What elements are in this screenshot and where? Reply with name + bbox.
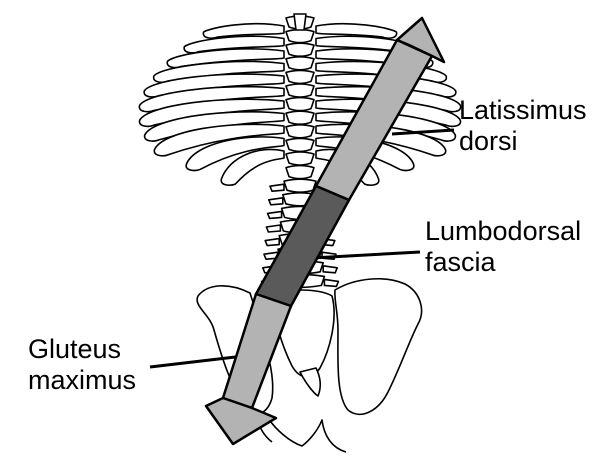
- transverse-process-left: [268, 211, 282, 218]
- label-gluteus-line2: maximus: [28, 365, 136, 396]
- vertebra: [286, 152, 314, 165]
- vertebra: [286, 98, 314, 111]
- vertebra: [286, 57, 314, 70]
- transverse-process-left: [270, 184, 284, 191]
- label-gluteus-maximus: Gluteus maximus: [28, 334, 136, 396]
- label-lumbodorsal-line1: Lumbodorsal: [425, 216, 581, 247]
- label-latissimus-line1: Latissimus: [459, 95, 587, 126]
- transverse-process-left: [266, 225, 280, 232]
- vertebra: [286, 166, 314, 179]
- label-lumbodorsal-line2: fascia: [425, 247, 581, 278]
- vertebra: [286, 30, 314, 43]
- transverse-process-right: [324, 279, 338, 286]
- manubrium: [294, 14, 306, 30]
- label-latissimus-line2: dorsi: [459, 126, 587, 157]
- vertebra: [286, 125, 314, 138]
- vertebra: [286, 43, 314, 56]
- label-lumbodorsal-fascia: Lumbodorsal fascia: [425, 216, 581, 278]
- label-gluteus-line1: Gluteus: [28, 334, 136, 365]
- vertebra: [286, 70, 314, 83]
- vertebra: [286, 84, 314, 97]
- transverse-process-left: [269, 198, 283, 205]
- vertebra: [284, 179, 316, 192]
- vertebra: [286, 138, 314, 151]
- transverse-process-right: [323, 266, 337, 273]
- vertebra: [286, 111, 314, 124]
- transverse-process-left: [265, 239, 279, 246]
- label-latissimus-dorsi: Latissimus dorsi: [459, 95, 587, 157]
